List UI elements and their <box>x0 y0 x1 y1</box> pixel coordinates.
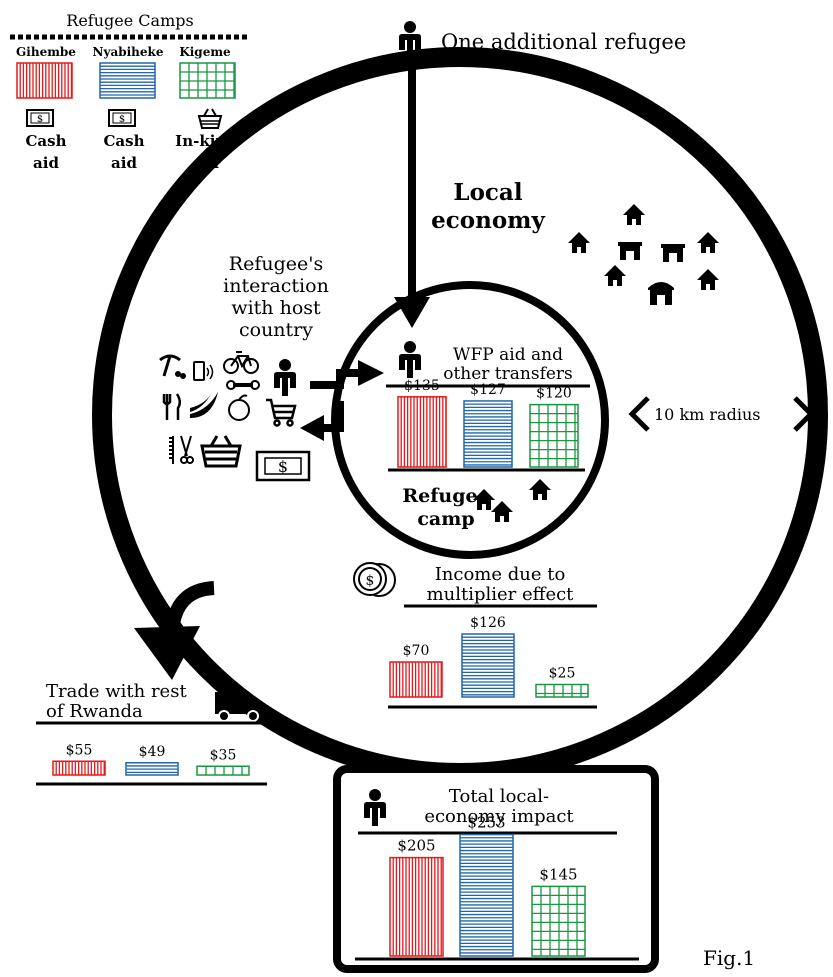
camp-heading: WFP aid and <box>453 345 563 365</box>
house-icon <box>491 501 513 522</box>
bar-nyabiheke <box>125 762 179 776</box>
coins-icon: $ <box>353 562 396 597</box>
comb-scissors-icon <box>169 435 194 464</box>
banana-icon <box>190 392 218 418</box>
radius-chevron-right-icon <box>793 396 815 432</box>
bar-kigeme <box>531 885 586 957</box>
radius-chevron-left-icon <box>628 396 650 432</box>
multiplier-heading: Income due to <box>435 564 566 585</box>
shop-icon <box>618 242 642 260</box>
legend-aid-type: Cash <box>103 132 144 150</box>
bar-kigeme <box>535 683 589 698</box>
cash-icon <box>108 109 136 127</box>
bar-gihembe <box>52 760 106 776</box>
legend-aid-type: aid <box>111 154 137 172</box>
shop-icon <box>648 282 674 305</box>
refugee-camp-label: camp <box>417 508 474 530</box>
trade-heading: of Rwanda <box>46 701 143 722</box>
bar-value-label: $120 <box>536 386 572 402</box>
cash-icon <box>26 109 54 127</box>
bar-nyabiheke <box>459 833 514 957</box>
bar-value-label: $35 <box>210 747 237 763</box>
person-icon <box>399 341 421 378</box>
svg-text:$: $ <box>278 457 288 476</box>
legend-swatch <box>16 62 73 99</box>
house-icon <box>697 269 719 290</box>
bar-kigeme <box>529 403 579 468</box>
bar-gihembe <box>397 396 447 468</box>
bar-value-label: $55 <box>66 742 93 758</box>
legend-aid-type: aid <box>33 154 59 172</box>
refugee-arrow-head <box>394 297 430 328</box>
bar-value-label: $25 <box>549 666 576 682</box>
cash-icon: $ <box>255 450 311 482</box>
total-heading: economy impact <box>424 806 574 827</box>
trade-heading: Trade with rest <box>46 681 187 702</box>
interaction-icons: $ <box>159 351 311 482</box>
bar-value-label: $253 <box>467 814 505 832</box>
wrench-icon <box>226 380 260 390</box>
shop-icon <box>661 244 685 262</box>
legend: Refugee Camps Gihembe Nyabiheke Kigeme C… <box>10 11 250 172</box>
legend-camp-name: Kigeme <box>179 45 231 59</box>
bicycle-icon <box>223 351 259 374</box>
interaction-label: interaction <box>223 275 329 297</box>
local-economy-label: economy <box>431 207 545 234</box>
refugee-camp-label: Refugee <box>402 485 489 507</box>
legend-swatch <box>179 62 236 99</box>
village-icons <box>568 204 719 305</box>
house-icon <box>623 204 645 225</box>
truck-icon <box>215 692 262 722</box>
basket-icon <box>198 108 222 129</box>
phone-icon <box>193 361 214 381</box>
bar-value-label: $135 <box>404 378 440 394</box>
bar-gihembe <box>389 856 444 957</box>
camp-heading: other transfers <box>443 364 573 384</box>
bar-value-label: $49 <box>139 744 166 760</box>
exchange-arrows <box>310 369 360 432</box>
bar-nyabiheke <box>463 400 513 468</box>
local-economy-label: Local <box>453 179 522 206</box>
exchange-arrow-left-head <box>300 415 324 441</box>
multiplier-heading: multiplier effect <box>427 584 575 605</box>
legend-swatch <box>99 62 156 99</box>
legend-title: Refugee Camps <box>66 11 193 30</box>
bar-value-label: $70 <box>403 643 430 659</box>
bar-value-label: $145 <box>539 865 577 883</box>
svg-text:$: $ <box>366 573 375 589</box>
orange-icon <box>228 394 250 421</box>
legend-camp-name: Gihembe <box>16 45 76 59</box>
outflow-arrow-head <box>134 626 200 680</box>
figure-label: Fig.1 <box>703 946 755 970</box>
one-additional-refugee-label: One additional refugee <box>441 30 686 54</box>
person-icon <box>274 359 296 396</box>
legend-aid-type: Cash <box>25 132 66 150</box>
legend-camp-name: Nyabiheke <box>93 45 164 59</box>
cart-icon <box>266 398 297 427</box>
house-icon <box>568 232 590 253</box>
house-icon <box>697 232 719 253</box>
interaction-label: with host <box>231 297 321 319</box>
bar-gihembe <box>389 661 443 698</box>
house-icon <box>529 479 551 500</box>
bar-value-label: $205 <box>397 837 435 855</box>
refugee-camp-circle <box>331 281 609 559</box>
interaction-label: Refugee's <box>229 253 323 275</box>
outflow-arrow <box>165 581 215 633</box>
house-icon <box>604 265 626 286</box>
bar-value-label: $126 <box>470 615 506 631</box>
pickaxe-icon <box>159 354 186 379</box>
radius-label: 10 km radius <box>654 405 760 424</box>
bar-nyabiheke <box>461 633 515 698</box>
bar-kigeme <box>196 765 250 776</box>
total-heading: Total local- <box>449 786 549 807</box>
basket-icon <box>200 435 242 468</box>
cutlery-icon <box>162 393 181 420</box>
exchange-arrow-right-head <box>358 360 384 386</box>
bar-value-label: $127 <box>470 382 506 398</box>
interaction-label: country <box>239 319 313 341</box>
